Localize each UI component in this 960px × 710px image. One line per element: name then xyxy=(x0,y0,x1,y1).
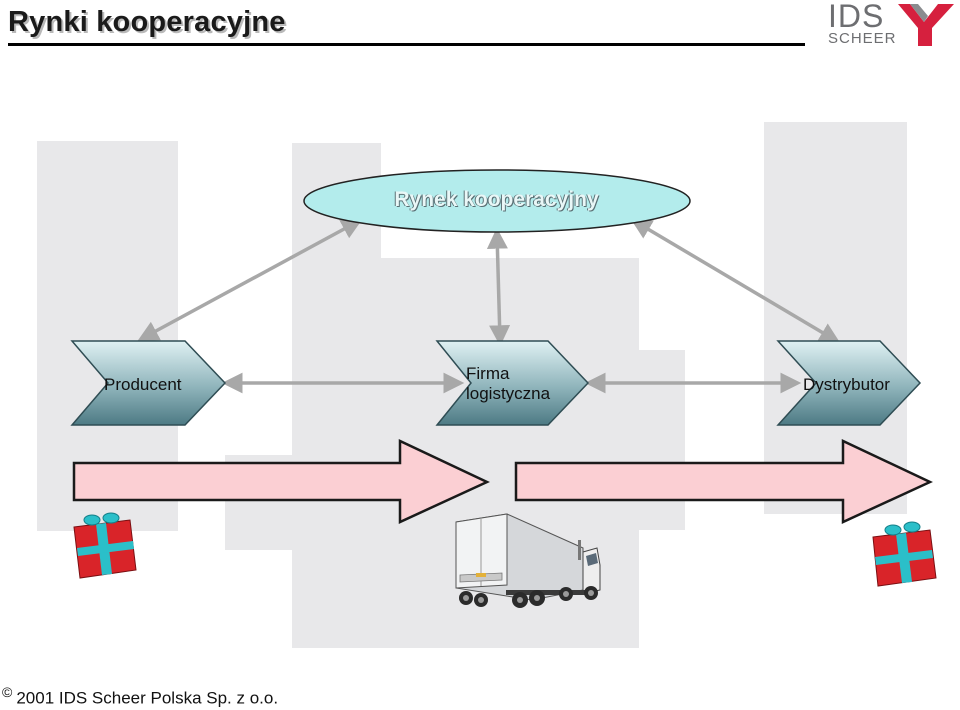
market-label: Rynek kooperacyjny xyxy=(394,188,599,211)
producent-label: Producent xyxy=(104,375,182,394)
flow-arrow-left xyxy=(72,439,490,524)
logistics-label: Firma logistyczna xyxy=(466,364,550,404)
logo-y-mark-icon xyxy=(898,4,954,46)
gift-box-icon xyxy=(872,521,937,587)
chevron-producent xyxy=(70,340,227,426)
copyright-footer: ©2001 IDS Scheer Polska Sp. z o.o. xyxy=(2,684,278,709)
logistics-label-line1: Firma xyxy=(466,364,510,383)
logistics-label-line2: logistyczna xyxy=(466,384,551,403)
connector-market-producent xyxy=(137,218,363,342)
chevron-logistics xyxy=(435,340,590,426)
title-underline xyxy=(8,43,805,46)
copyright-text: 2001 IDS Scheer Polska Sp. z o.o. xyxy=(16,688,279,708)
connector-market-distributor xyxy=(630,218,841,344)
truck-icon xyxy=(455,513,601,608)
company-logo: IDS SCHEER xyxy=(826,0,958,48)
copyright-symbol: © xyxy=(2,684,13,700)
logo-text-ids: IDS xyxy=(828,0,885,34)
flow-arrow-right xyxy=(514,439,933,524)
slide-title: Rynki kooperacyjne xyxy=(8,6,286,38)
chevron-distributor xyxy=(776,340,922,426)
connector-market-logistics xyxy=(486,227,511,347)
gift-box-icon xyxy=(73,512,137,579)
distributor-label: Dystrybutor xyxy=(803,375,890,394)
logo-text-scheer: SCHEER xyxy=(828,30,897,47)
market-ellipse xyxy=(303,169,691,233)
